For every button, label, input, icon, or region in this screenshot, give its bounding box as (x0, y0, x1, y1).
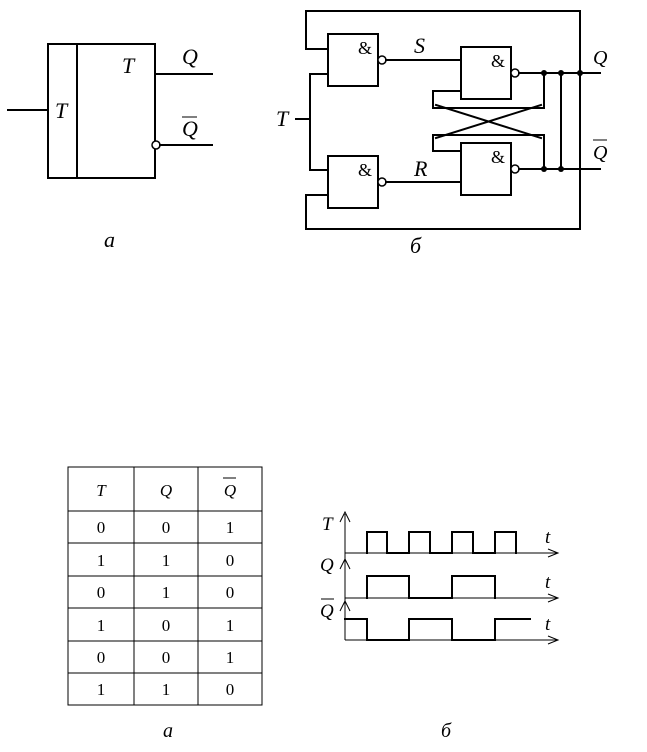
q-waveform (366, 575, 496, 599)
qbar-axis-arrow (339, 599, 351, 612)
table-cell: 0 (226, 583, 235, 602)
circuit-output-q: Q (593, 47, 608, 69)
nand-gate-1 (327, 33, 379, 87)
gate2-bubble (377, 177, 387, 187)
timing-label-q: Q (320, 555, 334, 576)
timing-caption: б (441, 720, 452, 742)
circuit-input-t: T (276, 106, 290, 131)
symbol-output-qbar: Q (182, 116, 198, 141)
junction-dot (541, 166, 547, 172)
table-frame (67, 466, 263, 706)
nand-circuit: T & S & R & & Q (276, 10, 608, 258)
table-row: 1 1 0 (97, 680, 235, 699)
t-pulse-train (366, 531, 517, 554)
table-cell: 0 (162, 518, 171, 537)
gate4-symbol: & (491, 147, 505, 167)
table-cell: 1 (97, 616, 106, 635)
table-row: 1 1 0 (97, 551, 235, 570)
table-row: 0 1 0 (97, 583, 235, 602)
table-cell: 0 (97, 518, 106, 537)
gate2-symbol: & (358, 160, 372, 180)
table-cell: 1 (226, 518, 235, 537)
qbar-waveform (344, 618, 531, 641)
timing-t-axis-label: t (545, 527, 551, 548)
t-flipflop-symbol: T T Q Q а (7, 43, 213, 252)
r-label: R (413, 156, 428, 181)
symbol-input-label: T (55, 98, 69, 123)
table-cell: 0 (97, 583, 106, 602)
truth-table: T Q Q 0 0 1 1 1 0 0 1 0 1 0 1 0 0 1 (67, 466, 263, 742)
timing-qbar-axis-label: t (545, 614, 551, 635)
table-header-qbar: Q (224, 481, 236, 500)
gate3-symbol: & (491, 51, 505, 71)
table-cell: 1 (162, 583, 171, 602)
nand-gate-4 (460, 142, 512, 196)
table-cell: 1 (162, 551, 171, 570)
table-cell: 0 (97, 648, 106, 667)
timing-label-t: T (322, 514, 334, 535)
inversion-bubble (151, 140, 161, 150)
nand-gate-3 (460, 46, 512, 100)
gate1-bubble (377, 55, 387, 65)
gate4-bubble (510, 164, 520, 174)
timing-q-axis-label: t (545, 572, 551, 593)
t-axis-arrow (339, 510, 351, 523)
qbar-time-arrow (547, 635, 560, 645)
timing-label-qbar: Q (320, 601, 334, 622)
q-time-arrow (547, 593, 560, 603)
gate3-bubble (510, 68, 520, 78)
table-row: 1 0 1 (97, 616, 235, 635)
table-cell: 0 (162, 616, 171, 635)
flipflop-body (47, 43, 156, 179)
table-header-t: T (96, 481, 107, 500)
symbol-block-label: T (122, 53, 136, 78)
table-cell: 1 (97, 680, 106, 699)
symbol-output-q: Q (182, 44, 198, 69)
junction-dot (577, 70, 583, 76)
feedback-loop (305, 10, 581, 230)
q-axis-arrow (339, 557, 351, 570)
cross-diagonal-2 (434, 103, 543, 140)
circuit-output-qbar: Q (593, 142, 608, 164)
table-header-q: Q (160, 481, 172, 500)
table-cell: 0 (162, 648, 171, 667)
table-cell: 0 (226, 680, 235, 699)
table-cell: 1 (162, 680, 171, 699)
table-row: 0 0 1 (97, 648, 235, 667)
junction-dot (558, 70, 564, 76)
table-cell: 1 (226, 648, 235, 667)
junction-dot (541, 70, 547, 76)
s-label: S (414, 33, 425, 58)
junction-dot (558, 166, 564, 172)
timing-diagram: T t Q t Q t б (320, 510, 560, 742)
figure-b-caption: б (410, 233, 422, 258)
table-cell: 1 (226, 616, 235, 635)
table-cell: 1 (97, 551, 106, 570)
table-row: 0 0 1 (97, 518, 235, 537)
table-cell: 0 (226, 551, 235, 570)
figure-a-caption: а (104, 227, 115, 252)
t-time-arrow (547, 548, 560, 558)
table-caption: а (163, 720, 173, 742)
gate1-symbol: & (358, 38, 372, 58)
